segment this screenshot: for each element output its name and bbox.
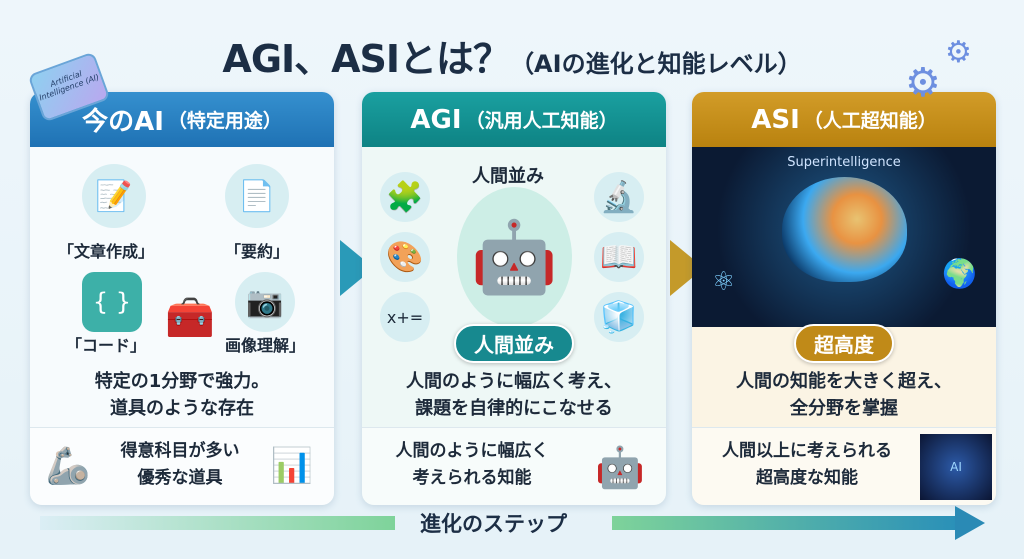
summary-icon: 📄 <box>225 164 289 228</box>
panel-asi: ASI（人工超知能） Superintelligence 🌍 ⚛ 超高度 人間の… <box>692 92 996 505</box>
panel-header: 今のAI（特定用途） <box>30 92 334 147</box>
panel-description: 特定の1分野で強力。道具のような存在 <box>94 371 270 419</box>
robot-arm-toolbox-icon: 🧰 <box>165 294 215 341</box>
blocks-icon: 🧊 <box>594 292 644 342</box>
book-icon: 📖 <box>594 232 644 282</box>
robot-arm-icon: 🦾 <box>45 446 91 487</box>
page-title: AGI、ASIとは？（AIの進化と知能レベル） <box>222 37 802 81</box>
panel-description: 人間の知能を大きく超え、全分野を掌握 <box>736 371 952 419</box>
math-icon: x+= <box>380 292 430 342</box>
globe-icon: 🌍 <box>942 257 977 290</box>
atom-icon: ⚛ <box>712 267 736 297</box>
robot-question-icon: 🤖 <box>595 444 645 491</box>
panel-footer: 人間のように幅広く考えられる知能 🤖 <box>362 427 666 505</box>
puzzle-icon: 🧩 <box>380 172 430 222</box>
level-badge: 人間並み <box>454 324 574 363</box>
level-badge: 超高度 <box>794 324 894 363</box>
evolution-label: 進化のステップ <box>420 512 567 536</box>
evolution-bar-left <box>40 516 395 530</box>
panel-footer: 🦾 得意科目が多い優秀な道具 📊 <box>30 427 334 505</box>
panel-header: ASI（人工超知能） <box>692 92 996 147</box>
robot-arm-chart-icon: 📊 <box>270 446 314 486</box>
gear-icon: ⚙ <box>905 60 941 106</box>
panel-description: 人間のように幅広く考え、課題を自律的にこなせる <box>406 371 622 419</box>
document-pen-icon: 📝 <box>82 164 146 228</box>
brain-icon <box>782 177 907 282</box>
microscope-icon: 🔬 <box>594 172 644 222</box>
camera-icon: 📷 <box>235 272 295 332</box>
panel-agi: AGI（汎用人工知能） 人間並み 🤖 🧩 🎨 x+= 🔬 📖 🧊 人間並み 人間… <box>362 92 666 505</box>
evolution-bar-right <box>612 516 957 530</box>
ai-head-image: AI <box>920 434 992 500</box>
superintelligence-image: Superintelligence 🌍 ⚛ <box>692 147 996 327</box>
panel-footer: 人間以上に考えられる超高度な知能 AI <box>692 427 996 505</box>
evolution-arrow-icon <box>955 506 985 540</box>
panel-header: AGI（汎用人工知能） <box>362 92 666 147</box>
code-icon: { } <box>82 272 142 332</box>
panel-current-ai: 今のAI（特定用途） 📝 📄 「文章作成」 「要約」 { } 📷 🧰 「コード」… <box>30 92 334 505</box>
palette-icon: 🎨 <box>380 232 430 282</box>
gear-icon: ⚙ <box>945 35 972 70</box>
robot-thinking-icon: 🤖 <box>457 187 572 327</box>
